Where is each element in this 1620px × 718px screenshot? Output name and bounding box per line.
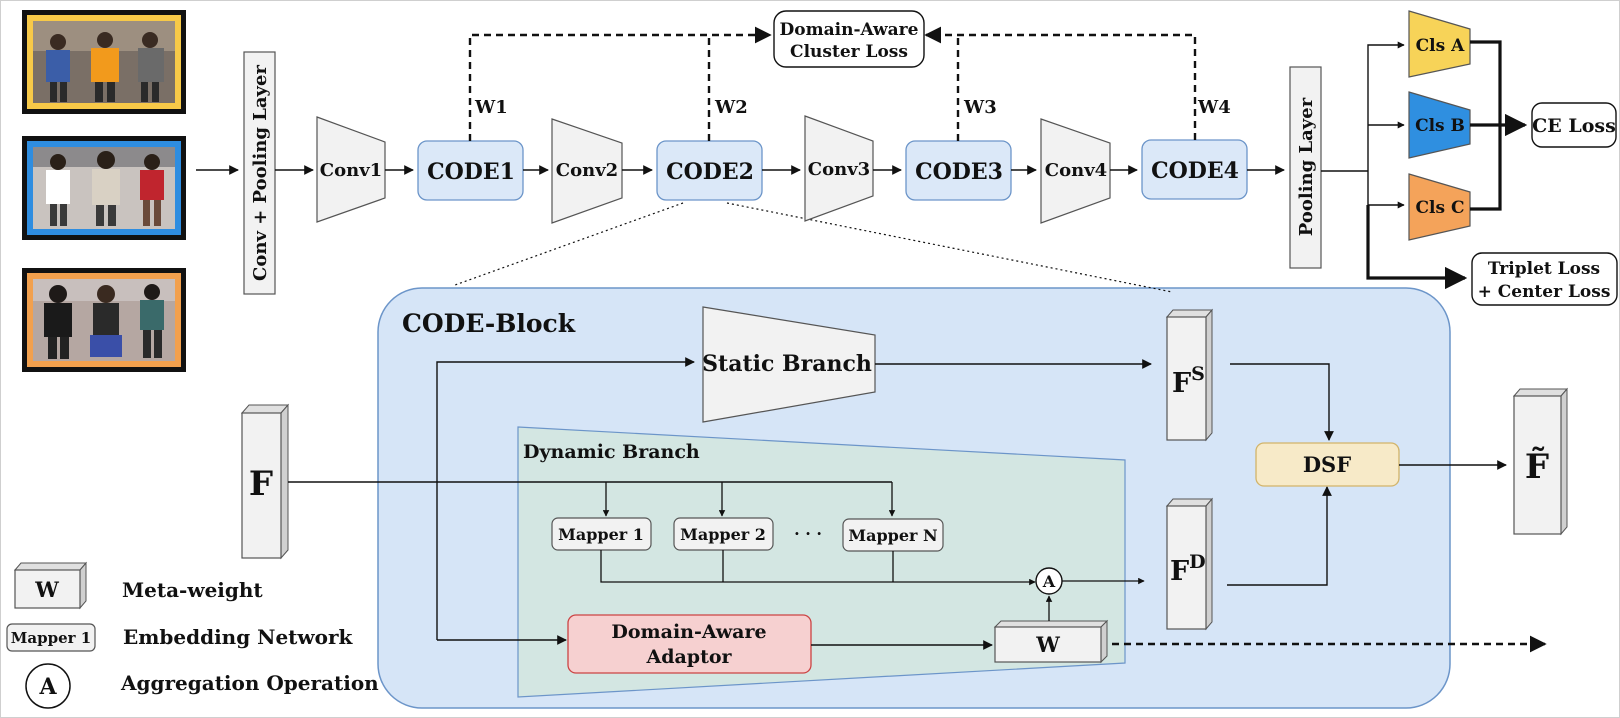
legend-mapper-symbol — [6, 623, 96, 652]
legend-a-symbol: A — [38, 674, 57, 700]
cluster-loss-line2: Cluster Loss — [790, 42, 908, 62]
conv3-block — [804, 115, 874, 222]
legend-embedding-label: Embedding Network — [123, 625, 354, 649]
code-block-title: CODE-Block — [402, 309, 576, 338]
dynamic-branch-label: Dynamic Branch — [523, 441, 700, 463]
dsf-label: DSF — [1303, 452, 1351, 477]
fd-main: F — [1170, 556, 1189, 587]
input-feature-f — [240, 403, 290, 560]
legend-w-symbol: W — [34, 577, 59, 602]
legend-mapper-text: Mapper 1 — [11, 629, 91, 647]
w3-label: W3 — [963, 97, 997, 118]
cls-c-label: Cls C — [1415, 198, 1464, 218]
zoom-line-left — [454, 202, 684, 286]
conv4-block — [1040, 118, 1111, 224]
arrow-fs-to-dsf — [1230, 363, 1334, 441]
adaptor-line1: Domain-Aware — [611, 621, 766, 643]
cls-b-block — [1408, 91, 1471, 159]
w2-label: W2 — [714, 97, 748, 118]
cluster-loss-line1: Domain-Aware — [780, 20, 919, 40]
conv4-label: Conv4 — [1045, 160, 1107, 181]
zoom-line-right — [726, 202, 1173, 293]
code4-label: CODE4 — [1151, 158, 1239, 184]
w1-label: W1 — [474, 97, 508, 118]
mapper-n-label: Mapper N — [848, 526, 937, 545]
input-image-3 — [22, 268, 186, 372]
pooling-layer — [1289, 66, 1322, 269]
domain-aware-adaptor-box — [567, 614, 812, 674]
dashed-w1-to-loss — [468, 26, 772, 141]
aggregation-label: A — [1042, 572, 1056, 591]
legend-aggregation-label: Aggregation Operation — [120, 671, 379, 695]
conv3-label: Conv3 — [808, 159, 870, 180]
mapper-2-label: Mapper 2 — [680, 525, 766, 544]
fs-label: FS — [1172, 363, 1205, 399]
triplet-loss-line1: Triplet Loss — [1488, 259, 1600, 279]
fs-feature-cuboid — [1165, 308, 1214, 442]
conv-pooling-layer — [243, 51, 276, 295]
legend-aggregation-symbol — [25, 663, 71, 709]
triplet-loss-line2: + Center Loss — [1478, 282, 1611, 302]
cls-b-label: Cls B — [1415, 116, 1465, 136]
triplet-loss-box — [1471, 252, 1618, 306]
cls-c-block — [1408, 173, 1471, 241]
legend-meta-weight-label: Meta-weight — [122, 578, 263, 602]
input-image-2 — [22, 136, 186, 240]
ce-loss-box — [1531, 102, 1617, 148]
conv1-block — [316, 116, 386, 223]
fd-sup: D — [1189, 551, 1205, 573]
conv2-block — [551, 118, 623, 224]
code1-label: CODE1 — [427, 159, 515, 185]
arrow-to-triplet-loss — [1366, 205, 1468, 290]
static-branch-label: Static Branch — [702, 351, 872, 377]
fd-feature-cuboid — [1165, 497, 1214, 631]
conv1-label: Conv1 — [320, 160, 382, 181]
fs-main: F — [1172, 368, 1191, 399]
cls-a-label: Cls A — [1416, 36, 1465, 56]
code2-label: CODE2 — [666, 159, 754, 185]
output-feature-cuboid — [1512, 387, 1569, 536]
arrow-to-cls-a — [1367, 41, 1405, 171]
w4-label: W4 — [1197, 97, 1231, 118]
legend-meta-weight-symbol — [13, 561, 88, 610]
output-feature-label: F̃ — [1525, 447, 1549, 487]
adaptor-line2: Adaptor — [645, 646, 732, 668]
ce-loss-label: CE Loss — [1532, 115, 1616, 137]
arrow-to-static-branch — [436, 357, 695, 640]
dashed-w4-to-loss — [924, 26, 1197, 140]
input-feature-label: F — [249, 464, 273, 504]
conv2-label: Conv2 — [556, 160, 618, 181]
arrow-fd-to-dsf — [1227, 486, 1332, 586]
mapper-1-label: Mapper 1 — [558, 525, 644, 544]
code3-label: CODE3 — [915, 159, 1003, 185]
static-branch-block — [702, 306, 876, 423]
input-image-1 — [22, 10, 186, 114]
meta-weight-label: W — [1035, 632, 1060, 657]
arrow-to-cls-c — [1367, 171, 1405, 209]
conv-pooling-label: Conv + Pooling Layer — [250, 65, 271, 281]
meta-weight-cuboid — [993, 619, 1109, 664]
pooling-label: Pooling Layer — [1296, 97, 1317, 236]
fd-label: FD — [1170, 551, 1206, 587]
fs-sup: S — [1191, 363, 1205, 385]
mapper-ellipsis: · · · — [794, 524, 822, 543]
cls-a-block — [1408, 10, 1471, 78]
mapper-to-aggregation — [600, 550, 1036, 586]
cluster-loss-box — [773, 10, 925, 68]
